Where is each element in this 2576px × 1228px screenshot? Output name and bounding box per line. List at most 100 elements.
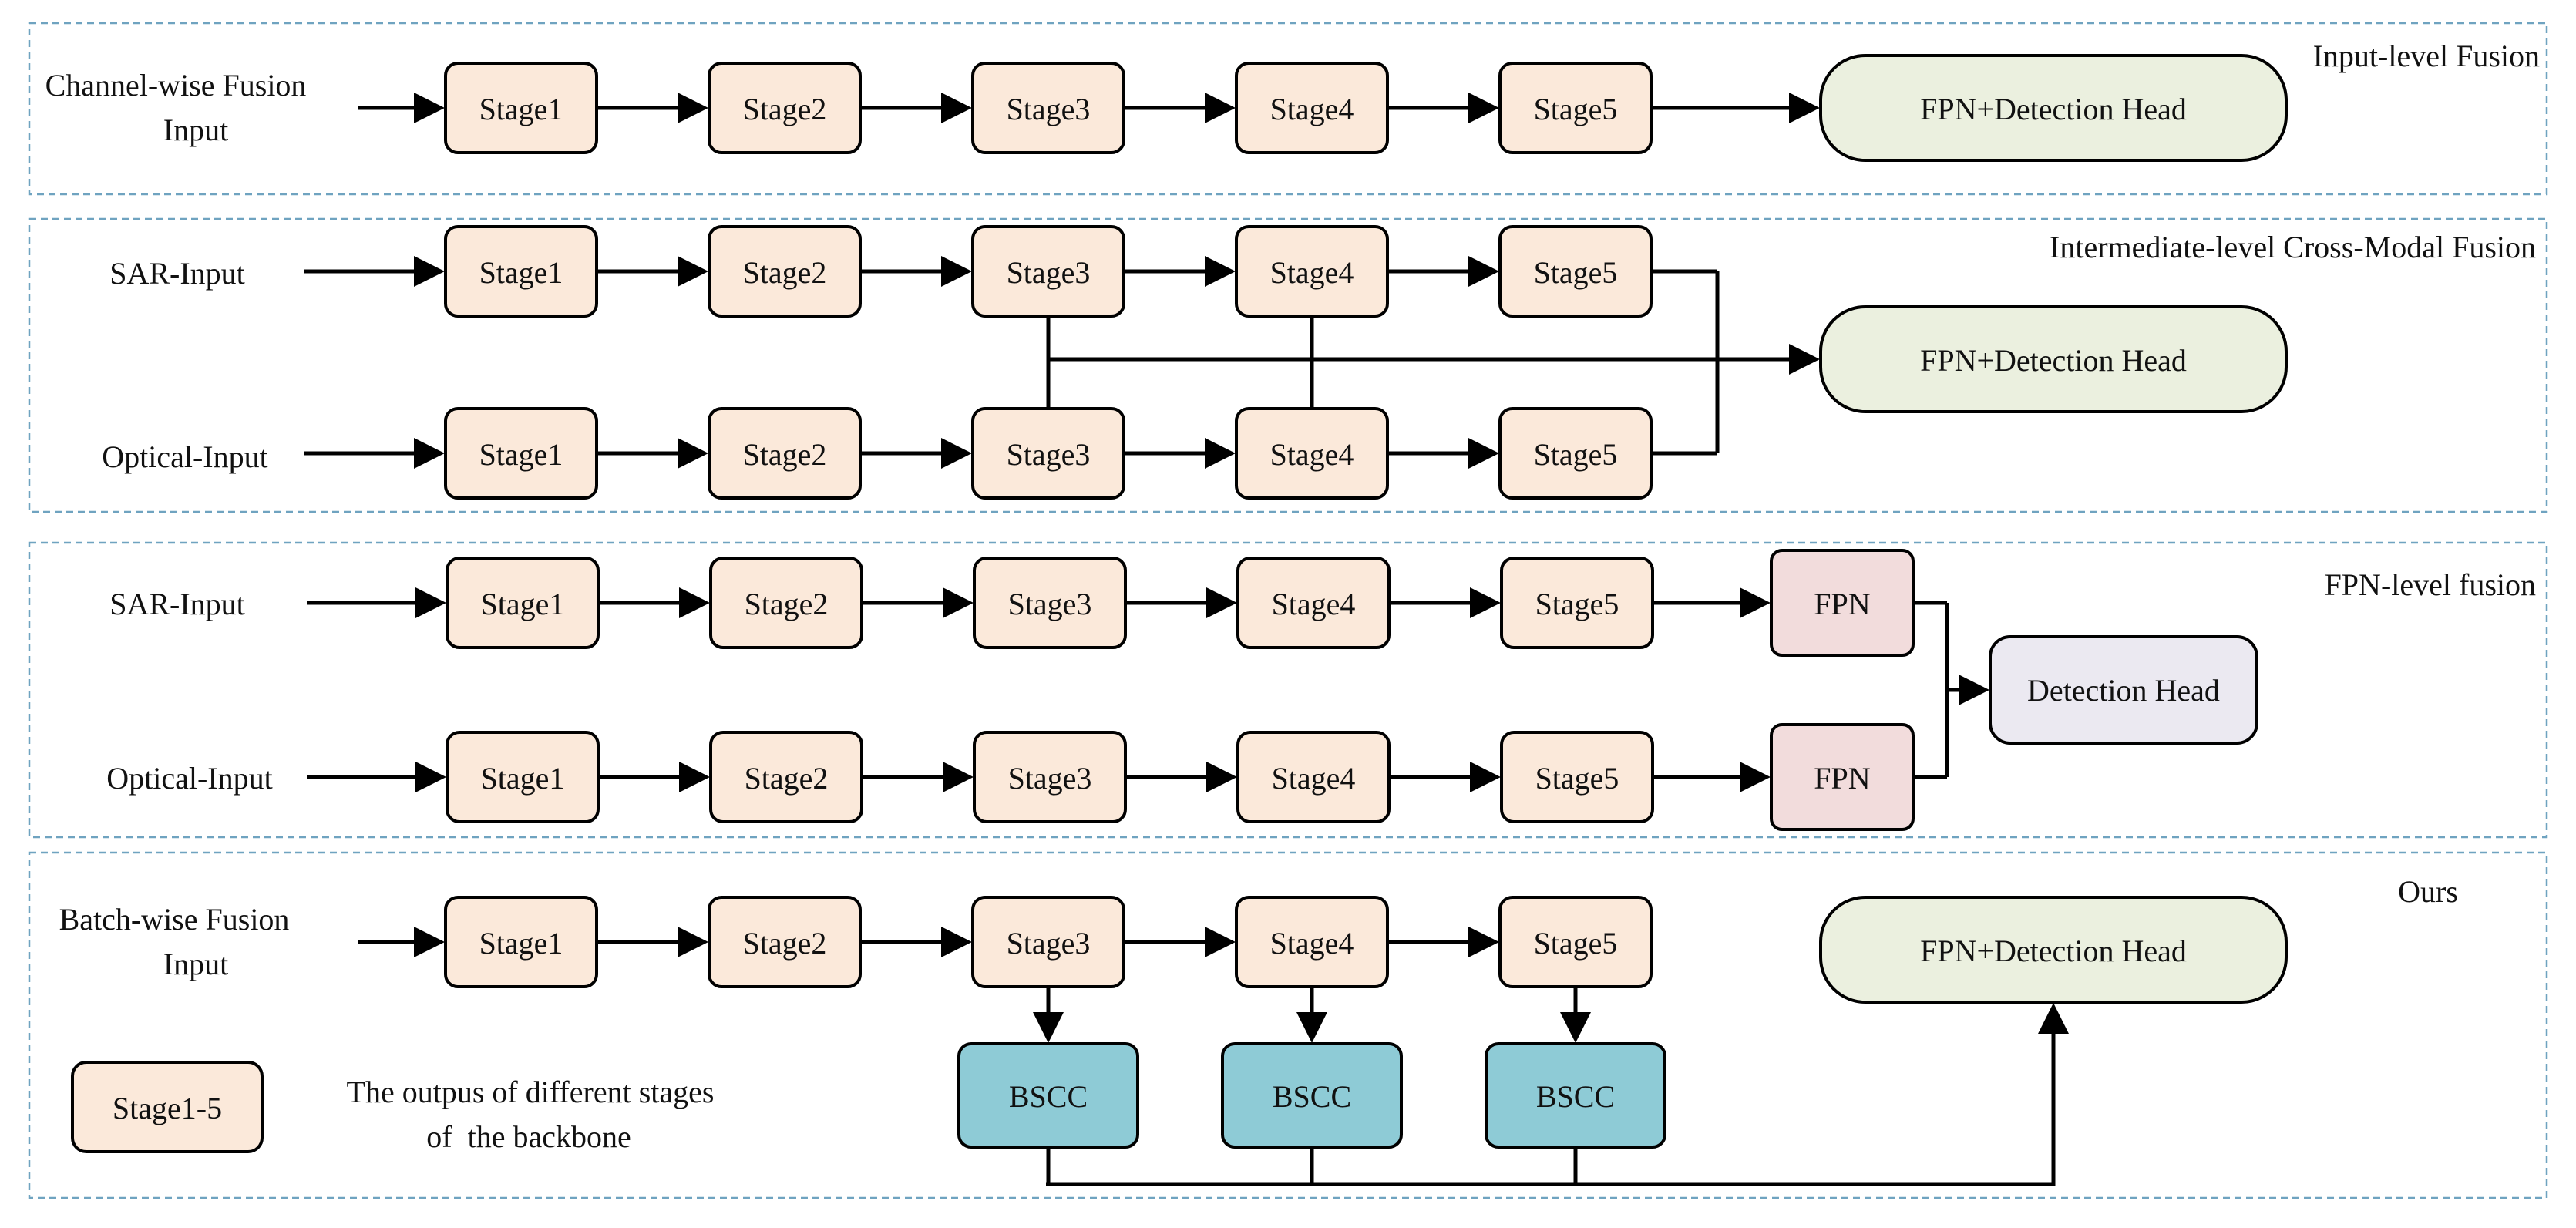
legend-text-line1: The outpus of different stages [347, 1075, 715, 1109]
legend-swatch-label: Stage1-5 [113, 1091, 222, 1125]
stage-box: Stage3 [973, 557, 1127, 649]
optical-input-label: Optical-Input [102, 439, 268, 474]
input-label-line1: Batch-wise Fusion [59, 902, 290, 937]
panel-title: Ours [2398, 874, 2458, 909]
head-label: Detection Head [2027, 673, 2220, 708]
panel-intermediate-level: Intermediate-level Cross-Modal Fusion SA… [28, 217, 2548, 513]
legend: Stage1-5 The outpus of different stages … [71, 1061, 715, 1154]
stage-box: Stage2 [709, 557, 863, 649]
stage-label: Stage1 [479, 926, 563, 961]
stage-label: Stage2 [743, 92, 827, 126]
stage-label: Stage5 [1534, 255, 1618, 290]
stage-label: Stage3 [1008, 761, 1092, 796]
stage-label: Stage2 [743, 255, 827, 290]
head-label: FPN+Detection Head [1920, 934, 2187, 968]
sar-input-label: SAR-Input [109, 587, 245, 621]
stage-box: Stage5 [1498, 896, 1653, 988]
panel-border [28, 217, 2548, 513]
stage-box: Stage4 [1235, 225, 1389, 318]
stage-box: Stage1 [446, 731, 600, 823]
stage-label: Stage2 [743, 926, 827, 961]
bscc-box: BSCC [957, 1042, 1139, 1149]
stage-box: Stage5 [1500, 731, 1654, 823]
stage-label: Stage3 [1007, 437, 1091, 472]
stage-label: Stage4 [1272, 587, 1356, 621]
stage-label: Stage1 [481, 761, 565, 796]
input-label-line2: Input [163, 113, 228, 147]
stage-box: Stage1 [444, 896, 598, 988]
stage-label: Stage2 [745, 761, 829, 796]
stage-label: Stage5 [1534, 437, 1618, 472]
bscc-label: BSCC [1009, 1079, 1088, 1114]
stage-box: Stage1 [444, 225, 598, 318]
input-label-line1: Channel-wise Fusion [45, 68, 307, 103]
bscc-box: BSCC [1485, 1042, 1666, 1149]
stage-label: Stage5 [1534, 92, 1618, 126]
stage-label: Stage1 [479, 437, 563, 472]
head-label: FPN+Detection Head [1920, 343, 2187, 378]
stage-box: Stage1 [444, 407, 598, 500]
stage-label: Stage1 [479, 92, 563, 126]
fpn-detection-head: FPN+Detection Head [1819, 896, 2288, 1004]
sar-input-label: SAR-Input [109, 256, 245, 291]
panel-border [28, 541, 2548, 839]
stage-label: Stage1 [479, 255, 563, 290]
panel-ours: Ours Batch-wise Fusion Input Stage1 Stag… [28, 851, 2548, 1199]
stage-label: Stage5 [1534, 926, 1618, 961]
panel-title: Input-level Fusion [2313, 39, 2540, 73]
stage-box: Stage2 [708, 407, 862, 500]
stage-box: Stage2 [708, 896, 862, 988]
stage-label: Stage1 [481, 587, 565, 621]
panel-border [28, 22, 2548, 196]
stage-label: Stage3 [1007, 926, 1091, 961]
stage-box: Stage4 [1236, 731, 1391, 823]
stage-box: Stage4 [1235, 407, 1389, 500]
stage-box: Stage5 [1498, 407, 1653, 500]
panel-input-level: Input-level Fusion Channel-wise Fusion I… [28, 22, 2548, 196]
stage-label: Stage3 [1007, 92, 1091, 126]
stage-box: Stage3 [971, 407, 1125, 500]
stage-box: Stage4 [1236, 557, 1391, 649]
optical-input-label: Optical-Input [106, 761, 273, 796]
stage-box: Stage1 [444, 62, 598, 154]
stage-box: Stage3 [971, 896, 1125, 988]
stage-label: Stage3 [1008, 587, 1092, 621]
input-label-line2: Input [163, 947, 228, 981]
stage-label: Stage3 [1007, 255, 1091, 290]
stage-box: Stage5 [1498, 62, 1653, 154]
stage-box: Stage5 [1498, 225, 1653, 318]
head-label: FPN+Detection Head [1920, 92, 2187, 126]
panel-title: Intermediate-level Cross-Modal Fusion [2050, 230, 2536, 264]
stage-label: Stage4 [1270, 255, 1354, 290]
stage-label: Stage4 [1272, 761, 1356, 796]
stage-box: Stage3 [971, 225, 1125, 318]
stage-label: Stage4 [1270, 92, 1354, 126]
stage-label: Stage4 [1270, 437, 1354, 472]
fpn-box: FPN [1770, 723, 1915, 831]
bscc-label: BSCC [1536, 1079, 1615, 1114]
fpn-label: FPN [1814, 761, 1870, 796]
stage-box: Stage4 [1235, 62, 1389, 154]
stage-label: Stage5 [1535, 587, 1619, 621]
panel-title: FPN-level fusion [2325, 567, 2536, 602]
panel-fpn-level: FPN-level fusion SAR-Input Optical-Input… [28, 541, 2548, 839]
fpn-box: FPN [1770, 549, 1915, 657]
stage-box: Stage2 [709, 731, 863, 823]
stage-label: Stage2 [743, 437, 827, 472]
stage-box: Stage3 [973, 731, 1127, 823]
stage-label: Stage5 [1535, 761, 1619, 796]
stage-box: Stage1 [446, 557, 600, 649]
legend-swatch [71, 1061, 264, 1153]
bscc-label: BSCC [1273, 1079, 1351, 1114]
stage-label: Stage4 [1270, 926, 1354, 961]
stage-box: Stage2 [708, 62, 862, 154]
stage-box: Stage5 [1500, 557, 1654, 649]
fpn-label: FPN [1814, 587, 1870, 621]
panel-border [28, 851, 2548, 1199]
fpn-detection-head: FPN+Detection Head [1819, 54, 2288, 162]
stage-box: Stage2 [708, 225, 862, 318]
stage-box: Stage4 [1235, 896, 1389, 988]
stage-box: Stage3 [971, 62, 1125, 154]
legend-text-line2: of the backbone [426, 1119, 631, 1154]
